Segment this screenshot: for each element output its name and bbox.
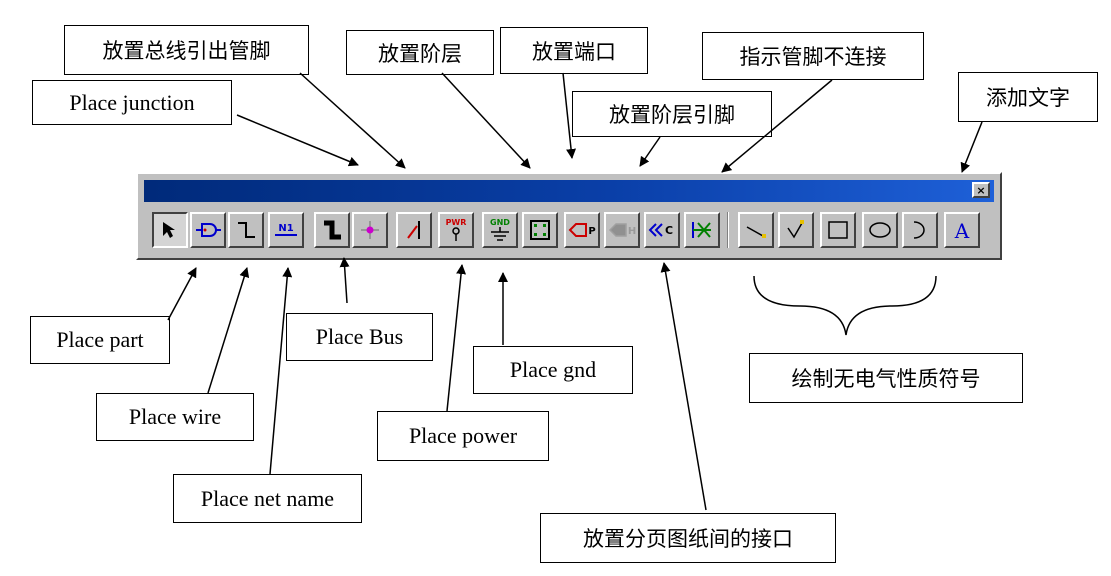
label-add-text: 添加文字 (958, 72, 1098, 122)
arrow-hierarchical-pin (639, 136, 661, 167)
ground-symbol-icon: GND (490, 218, 510, 241)
label-bus-entry: 放置总线引出管脚 (64, 25, 309, 75)
text-tool-icon: A (954, 219, 970, 242)
label-place-power: Place power (377, 411, 549, 461)
select-tool-button[interactable] (152, 212, 188, 248)
arrow-place-wire (207, 267, 250, 394)
text-tool-glyph: A (954, 219, 970, 242)
off-page-text: C (665, 224, 673, 237)
label-no-connect: 指示管脚不连接 (702, 32, 924, 80)
place-no-connect-button[interactable] (684, 212, 720, 248)
draw-line-button[interactable] (738, 212, 774, 248)
no-connect-icon (692, 222, 711, 238)
place-power-button[interactable]: PWR (438, 212, 474, 248)
place-net-name-button[interactable]: N1 (268, 212, 304, 248)
place-bus-entry-button[interactable] (396, 212, 432, 248)
junction-icon (361, 221, 379, 239)
label-place-bus: Place Bus (286, 313, 433, 361)
off-page-connector-icon: C (648, 223, 673, 237)
net-label-icon: N1 (275, 223, 297, 236)
arrow-bus-entry (299, 72, 406, 169)
arrow-no-connect (721, 79, 833, 173)
polyline-tool-icon (787, 220, 804, 239)
arrow-place-part (167, 267, 197, 321)
arrow-add-text (960, 121, 983, 173)
place-text-button[interactable]: A (944, 212, 980, 248)
label-port: 放置端口 (500, 27, 648, 74)
power-symbol-icon: PWR (446, 218, 467, 241)
place-part-button[interactable] (190, 212, 226, 248)
arrow-off-page-connector (660, 262, 707, 511)
label-hierarchical-pin: 放置阶层引脚 (572, 91, 772, 137)
draw-polyline-button[interactable] (778, 212, 814, 248)
wire-icon (238, 222, 255, 238)
grouping-brace (753, 275, 937, 336)
port-text: P (588, 226, 595, 237)
hier-pin-text: H (628, 226, 636, 237)
arrow-place-net-name (269, 267, 293, 475)
port-icon: P (568, 223, 596, 237)
bus-entry-icon (407, 221, 420, 239)
arrow-port (562, 72, 577, 159)
pwr-text: PWR (446, 218, 467, 227)
label-place-net-name: Place net name (173, 474, 362, 523)
label-place-part: Place part (30, 316, 170, 364)
arrow-place-bus (339, 257, 350, 304)
toolbar-title-bar[interactable]: × (144, 180, 994, 202)
hierarchical-block-icon (530, 220, 550, 240)
close-button[interactable]: × (972, 182, 990, 198)
draw-rectangle-button[interactable] (820, 212, 856, 248)
place-hierarchy-button[interactable] (522, 212, 558, 248)
arc-tool-icon (913, 221, 925, 239)
draw-arc-button[interactable] (902, 212, 938, 248)
place-port-button[interactable]: P (564, 212, 600, 248)
label-place-wire: Place wire (96, 393, 254, 441)
place-wire-button[interactable] (228, 212, 264, 248)
arrow-place-junction (236, 114, 359, 167)
hierarchical-pin-icon: H (608, 223, 636, 237)
line-tool-icon (746, 226, 766, 238)
pointer-arrow-icon (163, 222, 175, 238)
label-off-page-connector: 放置分页图纸间的接口 (540, 513, 836, 563)
label-place-gnd: Place gnd (473, 346, 633, 394)
drawing-toolbar: × N1 (136, 172, 1002, 260)
label-non-electrical: 绘制无电气性质符号 (749, 353, 1023, 403)
net-label-text: N1 (278, 223, 293, 234)
part-gate-icon (196, 223, 221, 237)
gnd-text: GND (490, 218, 510, 227)
ellipse-tool-icon (869, 222, 891, 238)
rectangle-tool-icon (828, 221, 848, 239)
arrow-place-power (446, 264, 467, 412)
bus-icon (324, 220, 341, 240)
arrow-hierarchy (441, 72, 531, 169)
place-off-page-connector-button[interactable]: C (644, 212, 680, 248)
place-hierarchical-pin-button[interactable]: H (604, 212, 640, 248)
place-bus-button[interactable] (314, 212, 350, 248)
place-junction-button[interactable] (352, 212, 388, 248)
label-hierarchy: 放置阶层 (346, 30, 494, 75)
label-place-junction: Place junction (32, 80, 232, 125)
toolbar-separator (727, 212, 729, 248)
place-gnd-button[interactable]: GND (482, 212, 518, 248)
draw-ellipse-button[interactable] (862, 212, 898, 248)
